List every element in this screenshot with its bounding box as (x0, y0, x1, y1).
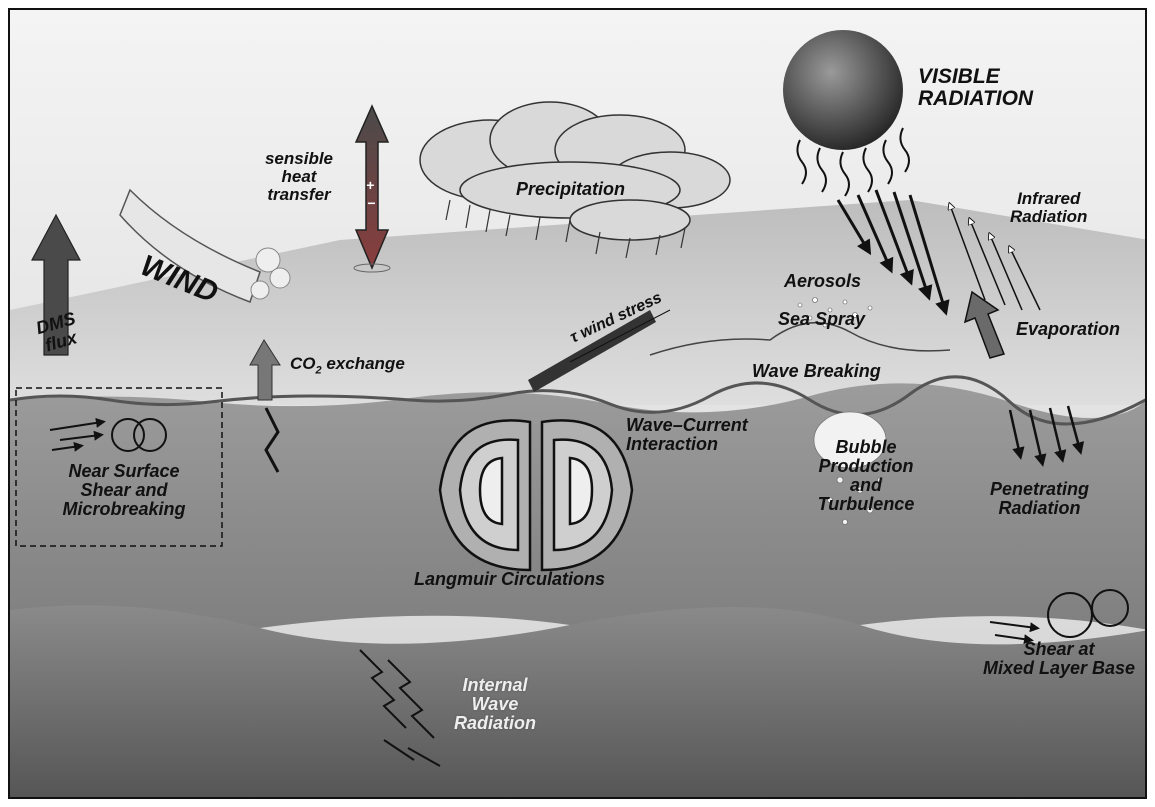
near-surface-label: Near Surface Shear and Microbreaking (34, 462, 214, 519)
co2-exchange-label: CO2 exchange (290, 355, 405, 377)
sensible-heat-label: sensible heat transfer (254, 150, 344, 204)
shear-mixed-layer-label: Shear at Mixed Layer Base (974, 640, 1144, 678)
ocean-scene (10, 10, 1147, 799)
bubble-production-label: Bubble Production and Turbulence (806, 438, 926, 514)
sea-spray-label: Sea Spray (778, 310, 865, 329)
infrared-radiation-label: Infrared Radiation (1010, 190, 1087, 226)
heat-plus-sign: + (366, 178, 374, 193)
langmuir-circulations-label: Langmuir Circulations (414, 570, 605, 589)
visible-radiation-label: VISIBLE RADIATION (918, 66, 1033, 110)
precipitation-label: Precipitation (516, 180, 625, 199)
internal-wave-label: Internal Wave Radiation (440, 676, 550, 733)
wave-breaking-label: Wave Breaking (752, 362, 881, 381)
heat-minus-sign: − (367, 196, 375, 211)
sun-icon (783, 30, 903, 150)
wave-current-label: Wave–Current Interaction (626, 416, 748, 454)
aerosols-label: Aerosols (784, 272, 861, 291)
penetrating-radiation-label: Penetrating Radiation (990, 480, 1089, 518)
diagram-frame: VISIBLE RADIATION sensible heat transfer… (8, 8, 1147, 799)
evaporation-label: Evaporation (1016, 320, 1120, 339)
